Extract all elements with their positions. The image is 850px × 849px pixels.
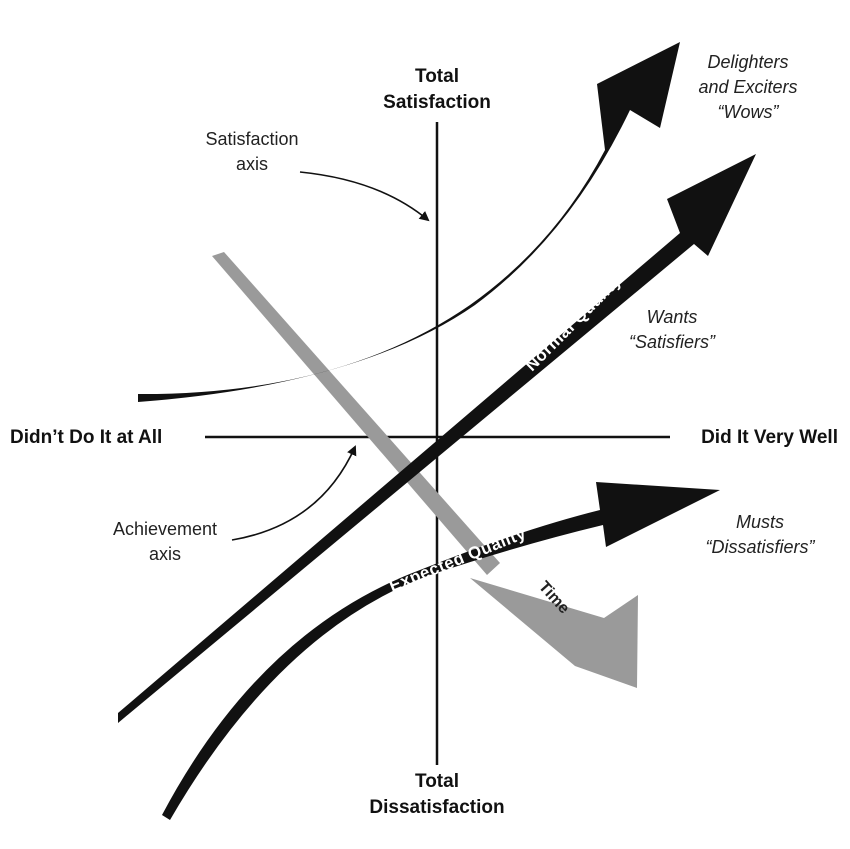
satisfaction-axis-note-line1: Satisfaction	[205, 129, 298, 149]
delighters-line1: Delighters	[707, 52, 788, 72]
satisfaction-axis-note-line2: axis	[236, 154, 268, 174]
satisfaction-axis-pointer	[299, 171, 430, 222]
wants-line2: “Satisfiers”	[629, 332, 716, 352]
expected-quality-curve	[162, 482, 720, 820]
top-axis-label-line1: Total	[415, 66, 459, 87]
delighters-line2: and Exciters	[698, 77, 797, 97]
achievement-axis-pointer	[231, 445, 357, 541]
right-axis-label: Did It Very Well	[701, 427, 838, 448]
normal-quality-curve	[118, 154, 756, 723]
delighters-line3: “Wows”	[718, 102, 780, 122]
musts-line1: Musts	[736, 512, 784, 532]
bottom-axis-label-line2: Dissatisfaction	[369, 797, 504, 818]
achievement-axis-note-line2: axis	[149, 544, 181, 564]
normal-quality-label: Normal Quality	[521, 271, 625, 375]
wants-line1: Wants	[647, 307, 698, 327]
exciting-quality-curve	[138, 42, 680, 402]
achievement-axis-note-line1: Achievement	[113, 519, 217, 539]
exciting-quality-label: Exciting Quality	[470, 152, 564, 275]
left-axis-label: Didn’t Do It at All	[10, 427, 162, 448]
time-arrow	[212, 252, 638, 688]
bottom-axis-label-line1: Total	[415, 771, 459, 792]
top-axis-label-line2: Satisfaction	[383, 92, 491, 113]
musts-line2: “Dissatisfiers”	[705, 537, 815, 557]
